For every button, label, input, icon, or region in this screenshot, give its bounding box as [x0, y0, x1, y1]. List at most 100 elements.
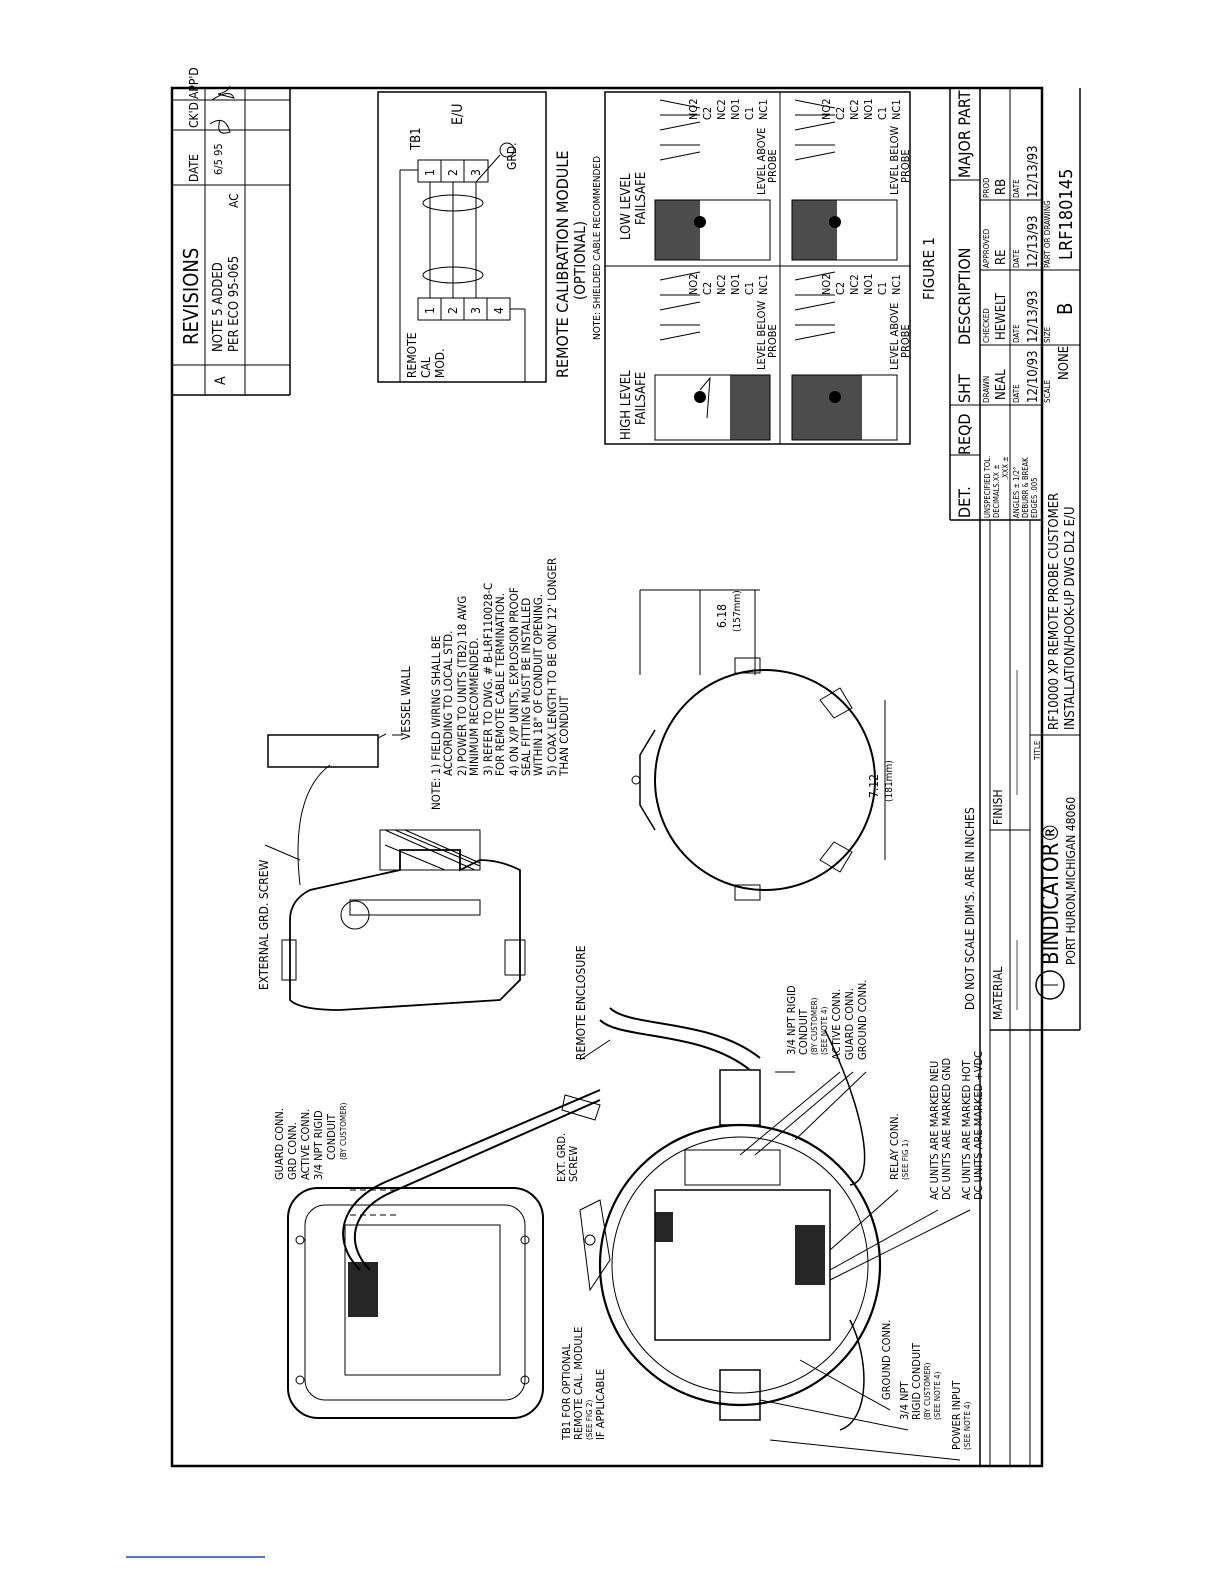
note-5a: 5) COAX LENGTH TO BE ONLY 12' LONGER — [545, 558, 559, 776]
ground-symbol — [499, 142, 515, 158]
title-line-2: INSTALLATION/HOOK-UP DWG DL2 E/U — [1063, 506, 1078, 730]
npt2-1: 3/4 NPT — [898, 1381, 911, 1420]
npt-rigid-4: (SEE NOTE 4) — [820, 1006, 829, 1055]
q4-c1: C1 — [876, 107, 889, 120]
size-value: B — [1053, 303, 1077, 315]
tb-det: DET. — [955, 486, 974, 518]
left-grd-conn: GRD CONN. — [286, 1122, 299, 1180]
dim-712: 7.12 — [867, 774, 881, 798]
remote-enclosure-label: REMOTE ENCLOSURE — [574, 945, 588, 1060]
q4-nc2: NC2 — [848, 99, 861, 120]
rev-col-ckd: CK'D — [187, 102, 201, 128]
note-1b: ACCORDING TO LOCAL STD. — [441, 631, 455, 776]
tb-sht: SHT — [955, 374, 974, 403]
q2-no2: NO2 — [687, 99, 700, 120]
dim-618: 6.18 — [715, 604, 729, 628]
q1-nc2: NC2 — [715, 274, 728, 295]
q1-probe: PROBE — [766, 324, 779, 358]
q3-no1: NO1 — [862, 274, 875, 295]
remote-label-1: REMOTE — [405, 332, 419, 378]
rev-desc-1: NOTE 5 ADDED — [211, 262, 226, 352]
notes-block: NOTE: 1) FIELD WIRING SHALL BE ACCORDING… — [429, 558, 571, 810]
npt-rigid-3: (BY CUSTOMER) — [810, 997, 819, 1055]
ac-hot-label: AC UNITS ARE MARKED HOT — [960, 1059, 973, 1200]
rev-by: AC — [227, 193, 241, 208]
power-terminal-block — [684, 1149, 781, 1186]
tol-6: EDGES .005 — [1030, 478, 1039, 518]
npt-rigid-1: 3/4 NPT RIGID — [785, 985, 798, 1055]
part-number: LRF180145 — [1056, 169, 1077, 260]
approved-value: RE — [994, 249, 1009, 265]
q2-probe: PROBE — [766, 149, 779, 183]
note-2b: MINIMUM RECOMMENDED. — [467, 638, 481, 776]
q3-nc1: NC1 — [890, 274, 903, 295]
note-3a: 3) REFER TO DWG. # B-LRF110028-C — [481, 583, 495, 776]
left-npt-rigid: 3/4 NPT RIGID — [312, 1110, 325, 1180]
tol-4: ANGLES ± 1/2° — [1012, 467, 1021, 518]
note-4a: 4) ON X/P UNITS, EXPLOSION PROOF — [507, 587, 521, 776]
cal-module-diagram: 1 2 3 1 2 3 4 TB1 E/U GRD. REMOTE CAL MO… — [377, 91, 603, 383]
q4-probe: PROBE — [899, 149, 912, 183]
probe-q2 — [694, 216, 706, 228]
q2-c2: C2 — [701, 107, 714, 120]
ext-grd-label-2: SCREW — [567, 1146, 580, 1182]
figure-1: HIGH LEVEL FAILSAFE LOW LEVEL FAILSAFE — [604, 91, 938, 445]
q3-level-above: LEVEL ABOVE — [888, 303, 901, 370]
revisions-block: REVISIONS DATE CK'D APP'D A NOTE 5 ADDED… — [172, 67, 291, 396]
cal-term-1: 1 — [423, 307, 437, 314]
guard-conn-label: GUARD CONN. — [843, 988, 856, 1060]
dim-618-mm: (157mm) — [732, 590, 743, 632]
npt2-3: (BY CUSTOMER) — [923, 1362, 932, 1420]
rev-col-date: DATE — [187, 154, 201, 182]
rev-desc-2: PER ECO 95-065 — [227, 256, 242, 352]
q1-nc1: NC1 — [757, 274, 770, 295]
low-level-label: LOW LEVEL — [619, 173, 634, 240]
tb1-label: TB1 — [409, 127, 424, 151]
cal-module-frame — [377, 91, 547, 383]
tol-1: UNSPECIFIED TOL. — [983, 456, 992, 518]
date-lbl-1: DATE — [1012, 384, 1021, 403]
material-label: MATERIAL — [991, 967, 1005, 1020]
company-address: PORT HURON,MICHIGAN 48060 — [1064, 797, 1078, 965]
enclosure-top-view — [654, 669, 876, 891]
q3-nc2: NC2 — [848, 274, 861, 295]
npt-rigid-2: CONDUIT — [797, 1008, 810, 1055]
q1-no2: NO2 — [687, 274, 700, 295]
date-prod: 12/13/93 — [1026, 145, 1041, 198]
note-4b: SEAL FITTING MUST BE INSTALLED — [519, 598, 533, 776]
remote-label-3: MOD. — [433, 348, 447, 378]
tb1-optional-1: TB1 FOR OPTIONAL — [560, 1344, 573, 1441]
enclosure-section — [289, 849, 521, 1011]
cal-module-note: NOTE: SHIELDED CABLE RECOMMENDED — [592, 156, 603, 340]
note-1a: NOTE: 1) FIELD WIRING SHALL BE — [429, 636, 443, 810]
remote-label-2: CAL — [419, 357, 433, 378]
grd-label: GRD. — [505, 142, 519, 170]
q4-no2: NO2 — [820, 99, 833, 120]
tb1-optional-3: (SEE FIG 2) — [585, 1400, 594, 1440]
rev-letter: A — [213, 376, 229, 385]
left-active-conn: ACTIVE CONN. — [299, 1109, 312, 1180]
npt2-4: (SEE NOTE 4) — [933, 1371, 942, 1420]
q3-c1: C1 — [876, 282, 889, 295]
scale-value: NONE — [1057, 346, 1072, 380]
date-checked: 12/13/93 — [1026, 290, 1041, 343]
approved-lbl: APPROVED — [982, 228, 991, 268]
q2-nc2: NC2 — [715, 99, 728, 120]
probe-q4 — [829, 216, 841, 228]
do-not-scale-note: DO NOT SCALE DIM'S. ARE IN INCHES — [963, 807, 977, 1010]
figure-1-caption: FIGURE 1 — [920, 237, 938, 300]
remote-enclosure-view: REMOTE ENCLOSURE EXT. GRD. SCREW 3/4 NPT… — [555, 945, 985, 1461]
relay-terminal — [795, 1225, 825, 1285]
section-view: VESSEL WALL EXTERNAL GRD. SCREW — [257, 666, 526, 1011]
drawn-value: NEAL — [994, 369, 1009, 400]
ac-neu-label: AC UNITS ARE MARKED NEU — [928, 1061, 941, 1200]
finish-label: FINISH — [991, 789, 1005, 825]
rev-checker-signature — [209, 119, 231, 134]
tol-3: .XXX ± — [1001, 456, 1010, 480]
drawn-lbl: DRAWN — [982, 376, 991, 403]
q2-c1: C1 — [743, 107, 756, 120]
q4-c2: C2 — [834, 107, 847, 120]
date-approved: 12/13/93 — [1026, 215, 1041, 268]
tb1-optional-4: IF APPLICABLE — [594, 1369, 607, 1440]
